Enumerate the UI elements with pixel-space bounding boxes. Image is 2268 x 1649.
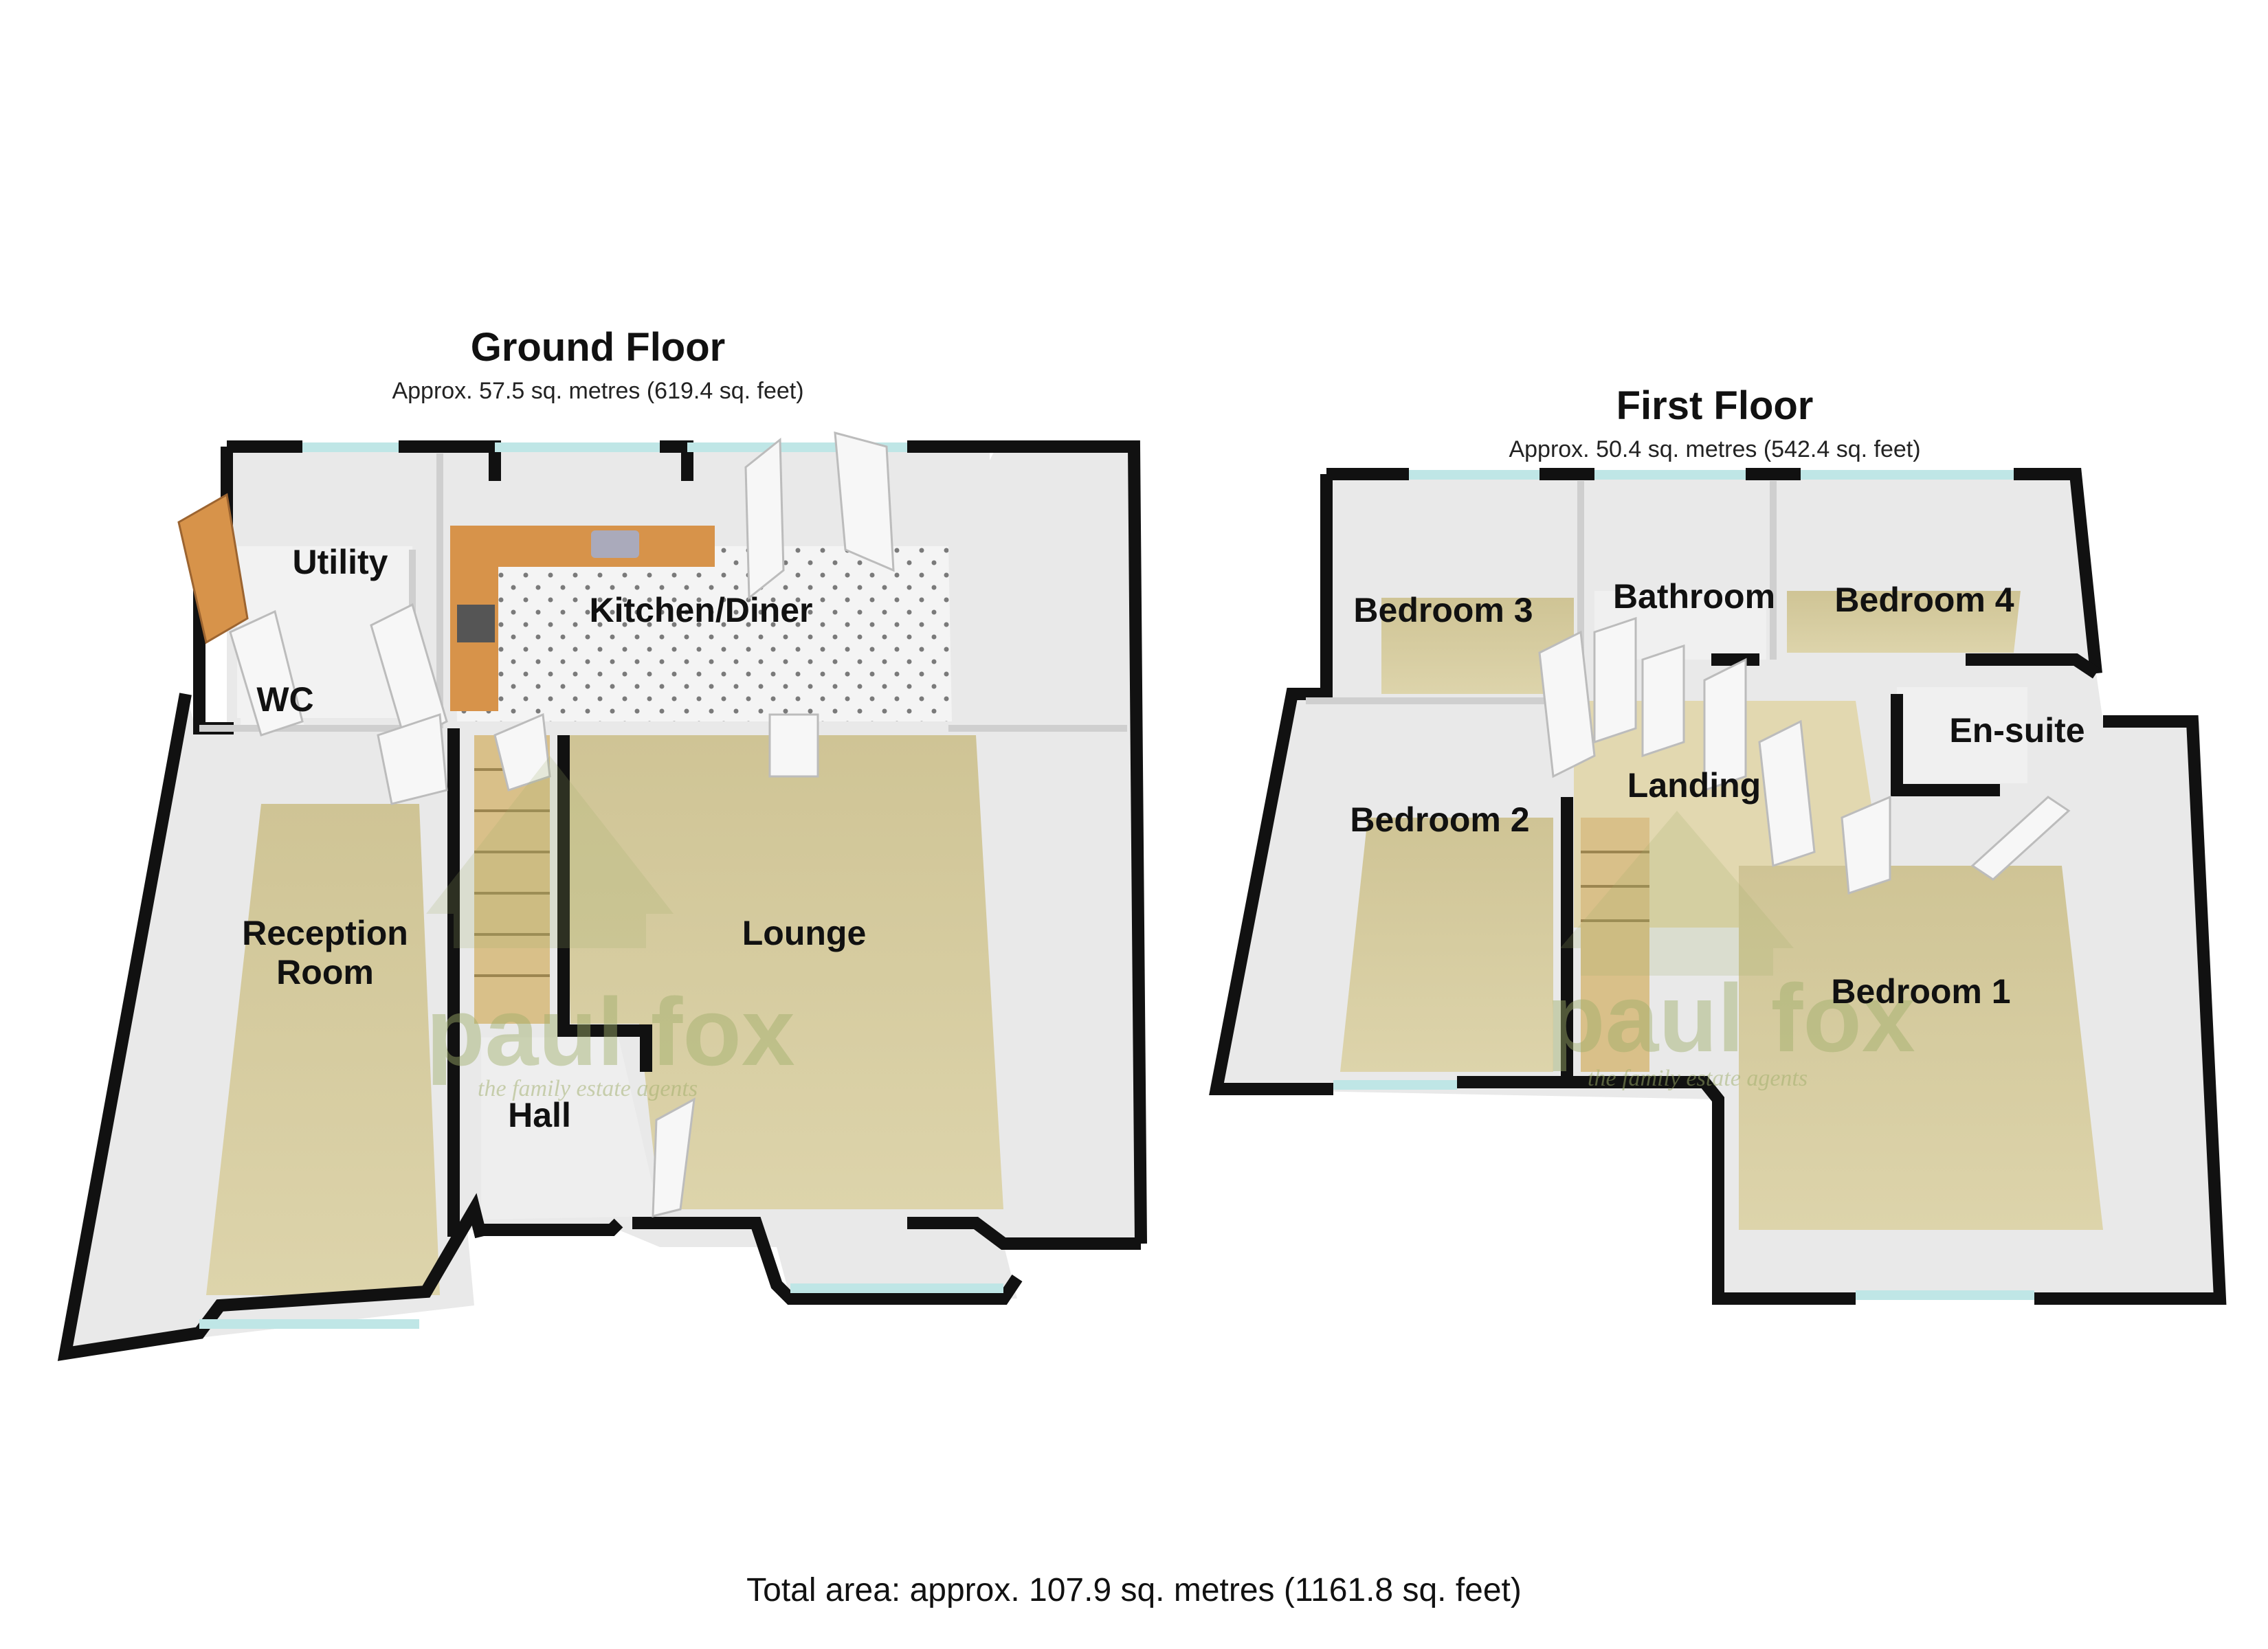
ground-floor-walls <box>57 440 1147 1361</box>
first-floor-walls <box>1209 468 2227 1305</box>
ground-floor-doors <box>177 431 895 1218</box>
bathroom-floor <box>1594 591 1766 660</box>
hall-floor <box>481 1037 660 1220</box>
room-label-reception-line2: Room <box>276 953 374 991</box>
room-label-utility: Utility <box>293 543 388 581</box>
kitchen-hob <box>457 605 495 642</box>
first-floor-watermark: paul fox the family estate agents <box>1546 811 1915 1091</box>
room-label-hall: Hall <box>508 1096 571 1134</box>
watermark-tagline: the family estate agents <box>478 1076 698 1101</box>
first-floor-title: First Floor <box>1616 383 1814 428</box>
kitchen-floor <box>454 546 952 721</box>
room-label-bedroom-4: Bedroom 4 <box>1834 581 2014 619</box>
room-label-lounge: Lounge <box>742 914 867 952</box>
first-floor-stairs <box>1581 818 1649 1072</box>
first-floor-doors <box>1538 616 2071 895</box>
first-floor-plan: paul fox the family estate agents First … <box>1209 383 2227 1305</box>
ensuite-floor <box>1897 687 2027 783</box>
reception-floor <box>206 804 440 1295</box>
ground-floor-plan: paul fox the family estate agents Ground… <box>57 325 1147 1361</box>
lounge-floor <box>564 735 1003 1209</box>
kitchen-sink <box>591 530 639 558</box>
ground-floor-title: Ground Floor <box>471 325 726 370</box>
room-label-bedroom-2: Bedroom 2 <box>1350 800 1529 839</box>
ground-floor-area: Approx. 57.5 sq. metres (619.4 sq. feet) <box>392 378 803 404</box>
room-label-landing: Landing <box>1627 766 1761 805</box>
room-label-wc: WC <box>256 680 313 719</box>
watermark-brand: paul fox <box>426 978 795 1086</box>
bedroom2-floor <box>1340 818 1553 1072</box>
bedroom3-floor <box>1381 598 1574 694</box>
watermark-tagline-first-floor: the family estate agents <box>1588 1066 1808 1091</box>
bedroom4-floor <box>1787 591 2021 653</box>
room-label-kitchen-diner: Kitchen/Diner <box>589 591 812 629</box>
first-floor-area: Approx. 50.4 sq. metres (542.4 sq. feet) <box>1509 436 1920 462</box>
room-label-en-suite: En-suite <box>1949 711 2084 750</box>
room-label-reception-line1: Reception <box>242 914 408 952</box>
bedroom1-floor <box>1739 866 2103 1230</box>
ground-floor-watermark: paul fox the family estate agents <box>426 756 795 1101</box>
room-label-bedroom-3: Bedroom 3 <box>1353 591 1533 629</box>
total-area: Total area: approx. 107.9 sq. metres (11… <box>746 1572 1522 1608</box>
first-floor-windows <box>1333 470 2034 1300</box>
room-label-bedroom-1: Bedroom 1 <box>1831 972 2010 1011</box>
watermark-brand-first-floor: paul fox <box>1546 964 1915 1072</box>
room-label-bathroom: Bathroom <box>1613 577 1775 616</box>
